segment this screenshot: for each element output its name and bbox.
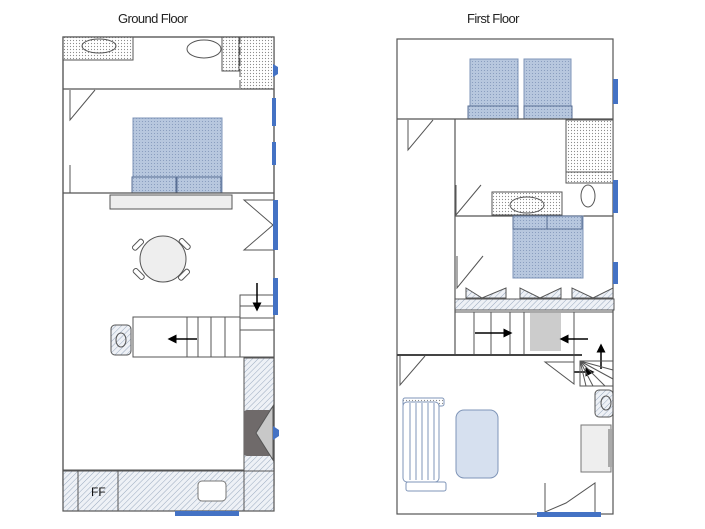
window [272, 98, 276, 126]
sink-icon [81, 38, 117, 54]
ground-dining [109, 194, 274, 283]
wardrobe-door-icon [519, 287, 562, 299]
ground-floor-title: Ground Floor [118, 11, 188, 26]
door-swing-icon [407, 119, 434, 152]
first-floor-title: First Floor [467, 11, 520, 26]
window [175, 511, 239, 516]
window [537, 512, 601, 517]
ground-floor-plan [62, 36, 279, 516]
wardrobe-door-icon [571, 287, 614, 299]
door-swing-icon [399, 355, 426, 387]
chair [132, 267, 145, 281]
wood-stove [594, 389, 614, 418]
ground-windows [175, 64, 279, 516]
first-bathroom [455, 119, 614, 217]
sink-icon [186, 39, 222, 59]
door-swing-icon [456, 255, 484, 290]
bathtub [491, 191, 563, 216]
window [613, 180, 618, 213]
wardrobe-door-icon [465, 287, 507, 299]
first-floor-plan [396, 38, 618, 517]
first-living-room [399, 355, 614, 513]
toilet-icon [580, 184, 596, 208]
first-windows [537, 79, 618, 517]
shower [565, 119, 614, 173]
cabinet [221, 36, 240, 72]
pillow [546, 215, 583, 230]
sideboard [109, 194, 233, 210]
door-swing-icon [69, 165, 100, 194]
double-door-icon [544, 482, 596, 513]
ground-staircase [110, 283, 275, 358]
pillow [523, 105, 573, 120]
chair [177, 268, 191, 281]
door-swing-icon [543, 361, 575, 386]
window [273, 278, 278, 315]
first-master-bedroom [454, 215, 615, 311]
window [613, 79, 618, 104]
chair [178, 237, 191, 251]
fridge-freezer-label: FF [91, 485, 106, 499]
door-marker-icon [273, 426, 279, 440]
shower-tray [565, 171, 614, 184]
window [272, 142, 276, 165]
kitchen-sink [197, 480, 227, 502]
door-swing-icon [69, 89, 96, 122]
window [273, 200, 278, 250]
ground-bedroom [63, 89, 274, 194]
pillow [131, 176, 177, 194]
chair [131, 238, 145, 251]
first-twin-bedroom [397, 58, 613, 120]
shower [239, 36, 275, 90]
ground-bathroom [62, 36, 275, 90]
window [613, 262, 618, 284]
void-opening [530, 313, 561, 351]
wood-stove [110, 324, 132, 356]
first-staircase [397, 311, 614, 387]
round-table [139, 235, 187, 283]
double-door-icon [242, 199, 274, 251]
door-marker-icon [273, 64, 278, 77]
sofa-arm [405, 481, 447, 492]
pillow [512, 215, 548, 230]
sink-icon [509, 196, 545, 214]
pillow [176, 176, 222, 194]
wardrobe [454, 298, 615, 311]
bath-counter [62, 36, 134, 61]
tv-unit [580, 424, 612, 473]
door-swing-icon [455, 184, 482, 217]
pillow [467, 105, 519, 120]
coffee-table [455, 409, 499, 479]
